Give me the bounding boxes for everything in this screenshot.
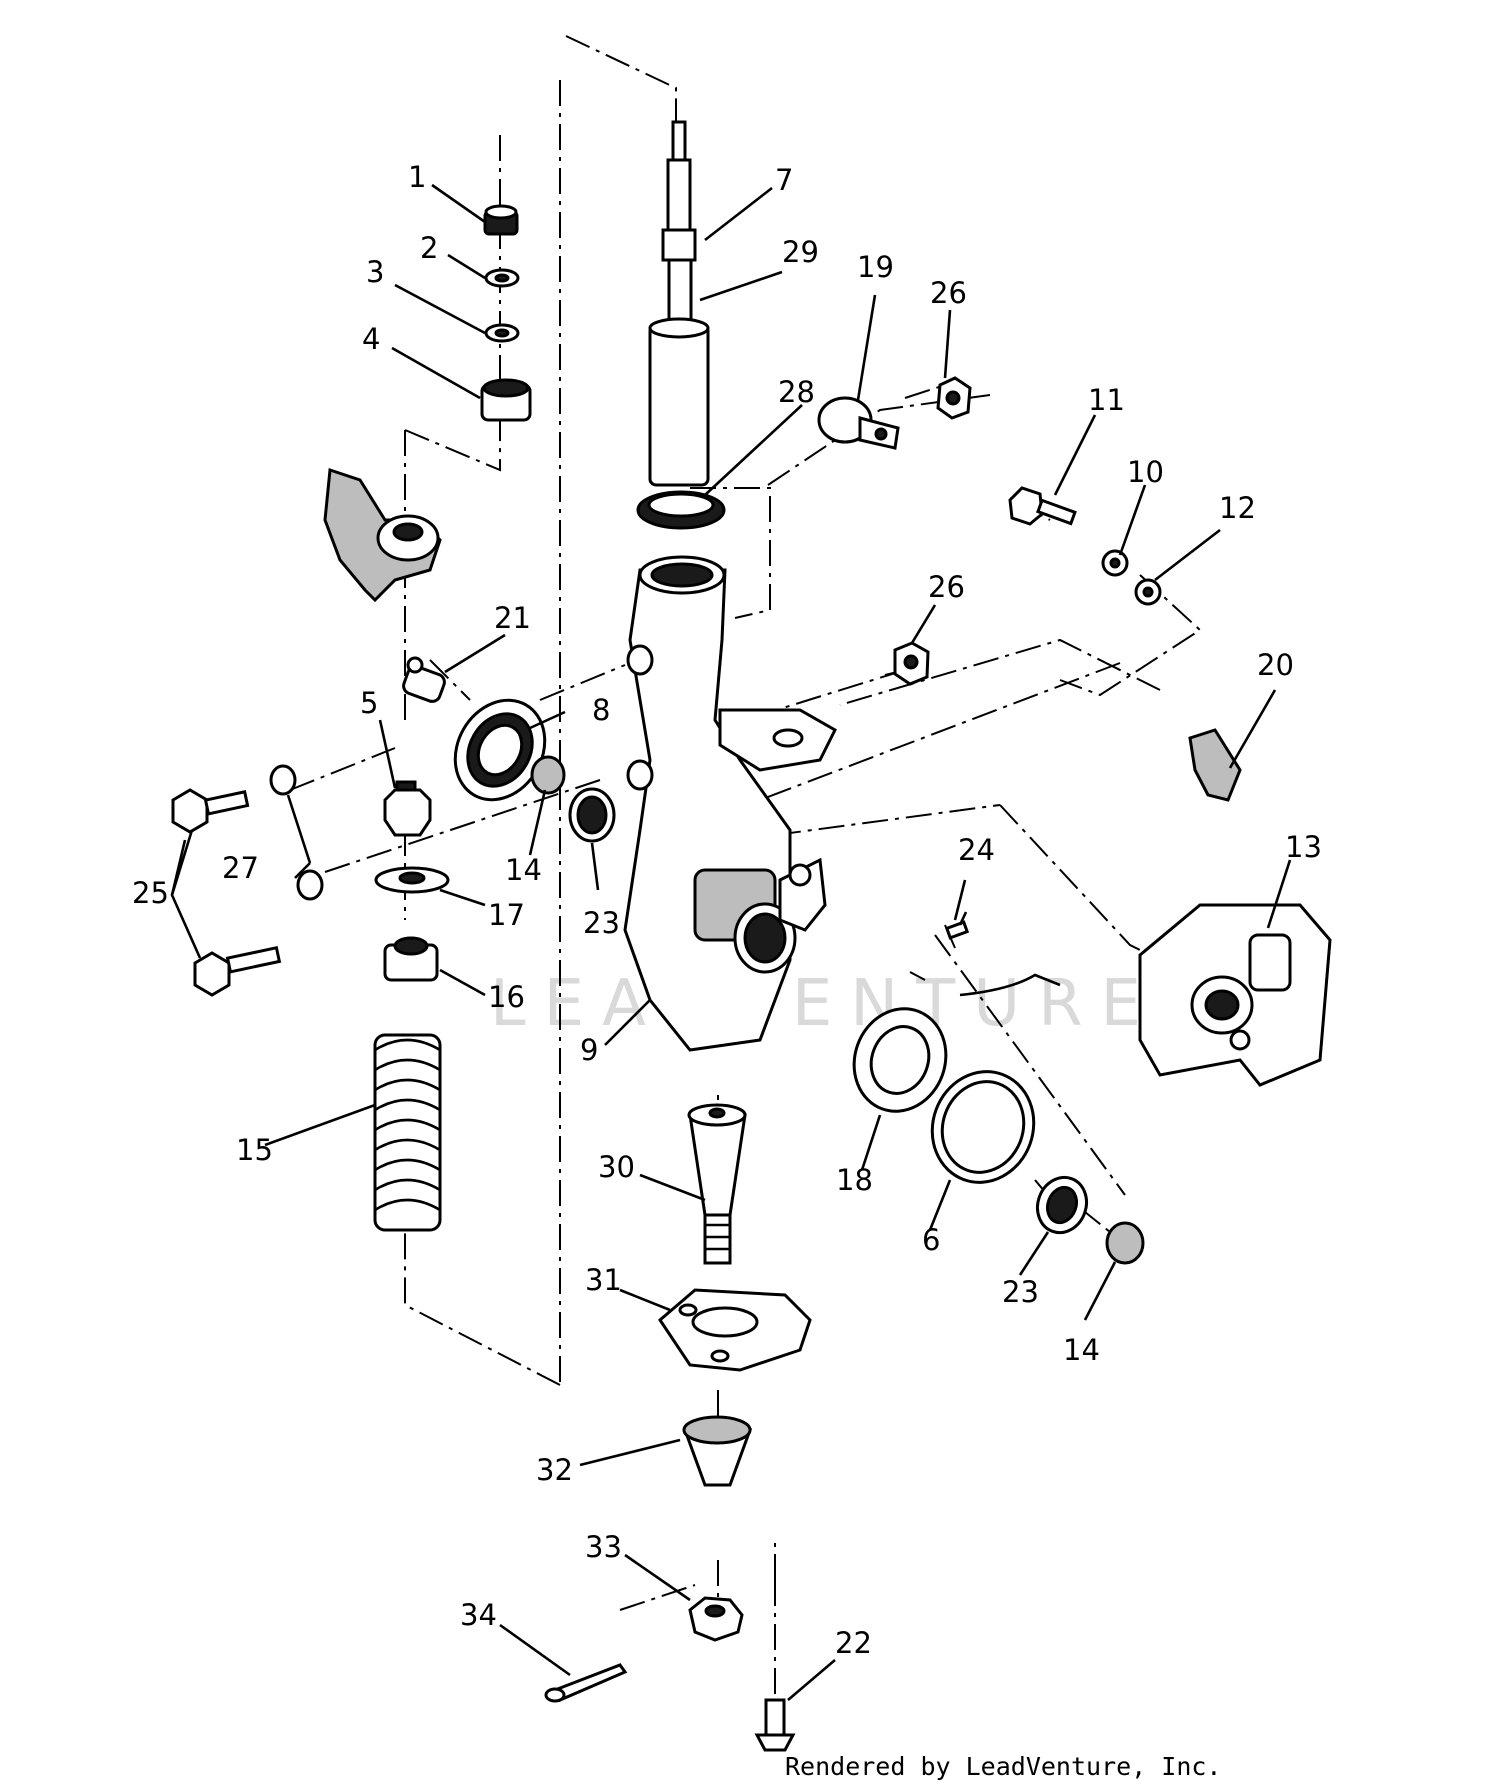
ball-joint-stud [687,1103,747,1265]
callout-5: 5 [360,686,378,720]
callout-29: 29 [782,235,819,269]
callout-26-lower: 26 [928,570,965,604]
callout-33: 33 [585,1530,622,1564]
callout-1: 1 [408,160,426,194]
spindle-knuckle [623,555,837,1052]
callout-26: 26 [930,276,967,310]
callout-10: 10 [1127,455,1164,489]
adapter-fitting [383,780,432,837]
callout-14: 14 [505,853,542,887]
render-credit: Rendered by LeadVenture, Inc. [785,1752,1222,1781]
spring-bushing [383,936,439,982]
callout-25: 25 [132,876,169,910]
callout-8: 8 [592,693,610,727]
cap-screw [1008,486,1077,526]
dust-cone [682,1415,753,1487]
spindle-shaft [648,120,710,487]
bearing-cone [530,755,566,795]
thrust-washer [636,490,726,530]
callout-19: 19 [857,250,894,284]
watermark: LEADVENTURE [490,967,1159,1041]
callout-3: 3 [366,255,384,289]
bearing-cone [1105,1221,1145,1265]
frame-bracket [323,467,442,603]
alignment-lines [289,35,1202,1735]
washer-inner [1142,586,1154,598]
callout-28: 28 [778,375,815,409]
callout-6: 6 [922,1223,940,1257]
oil-seal [453,698,547,802]
spring-retainer [374,866,450,894]
bearing-cup-inner [1045,1185,1079,1225]
flat-head-screw [754,1698,796,1752]
callout-31: 31 [585,1263,622,1297]
bleeder-screw [944,911,970,940]
hex-nut-lower [893,641,930,686]
callout-23-right: 23 [1002,1275,1039,1309]
bushing [480,378,532,422]
callout-9: 9 [580,1033,598,1067]
callout-23: 23 [583,906,620,940]
callout-14-right: 14 [1063,1333,1100,1367]
grease-fitting [402,656,446,703]
callout-18: 18 [836,1163,873,1197]
callout-27: 27 [222,851,259,885]
callout-11: 11 [1088,383,1125,417]
callout-2: 2 [420,231,438,265]
bearing-ring [930,1070,1036,1184]
callout-22: 22 [835,1626,872,1660]
callout-21: 21 [494,601,531,635]
callout-16: 16 [488,980,525,1014]
lockwasher [296,869,324,901]
locknut [483,204,519,236]
washer-inner [494,328,510,338]
bolt-upper [171,788,250,834]
brake-caliper [1138,903,1332,1087]
lockwasher [269,764,297,796]
callout-24: 24 [958,833,995,867]
spacer-ring [852,1007,948,1113]
callout-34: 34 [460,1598,497,1632]
callout-4: 4 [362,322,380,356]
parts [171,120,1332,1752]
clamp-bracket [817,396,900,450]
callout-32: 32 [536,1453,573,1487]
callout-labels: 1 2 3 4 5 6 7 8 9 10 11 12 13 14 14 15 1… [132,160,1322,1660]
brake-hose [959,973,1061,997]
cotter-pin [544,1663,628,1703]
callout-7: 7 [775,163,793,197]
hex-nut-upper [936,376,972,420]
callout-20: 20 [1257,648,1294,682]
callout-15: 15 [236,1133,273,1167]
castle-nut [688,1596,744,1642]
key [1188,728,1242,802]
callout-12: 12 [1219,491,1256,525]
callout-17: 17 [488,898,525,932]
coil-spring [373,1033,442,1232]
callout-13: 13 [1285,830,1322,864]
washer-inner [494,273,510,283]
callout-30: 30 [598,1150,635,1184]
leader-lines [170,183,1292,1701]
washer-inner [1109,557,1121,569]
bolt-lower [193,945,282,997]
bearing-cup-inner [576,795,608,835]
flange-plate [658,1288,812,1372]
